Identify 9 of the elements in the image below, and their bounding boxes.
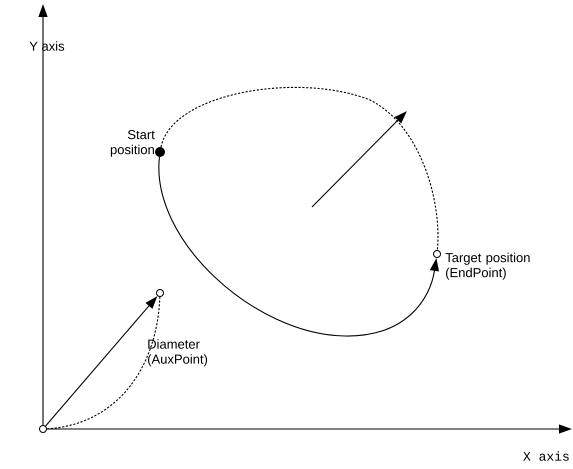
axis-label: X axis [523, 451, 569, 461]
point-label: Target position (EndPoint) [446, 252, 530, 280]
point-marker [39, 425, 47, 433]
point-marker [433, 250, 441, 258]
point-marker [155, 147, 165, 157]
point-label: Diameter (AuxPoint) [148, 339, 208, 366]
point-marker [156, 289, 164, 297]
point-label: Start position [110, 130, 155, 157]
curve [160, 87, 439, 250]
